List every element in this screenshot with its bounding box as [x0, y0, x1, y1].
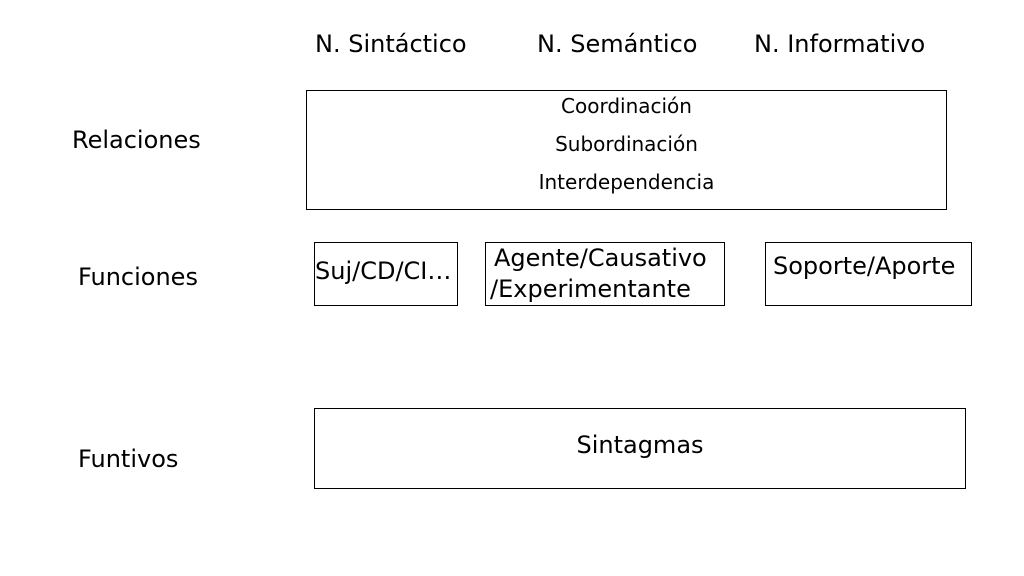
funcion-semantica-line1: Agente/Causativo [494, 244, 707, 272]
relacion-coordinacion: Coordinación [561, 94, 692, 118]
funcion-sintactica-box: Suj/CD/CI… [314, 242, 458, 306]
funtivos-sintagmas: Sintagmas [576, 431, 704, 459]
funcion-sintactica-text: Suj/CD/CI… [315, 257, 452, 285]
funcion-semantica-box: Agente/Causativo /Experimentante [485, 242, 725, 306]
funcion-informativa-box: Soporte/Aporte [765, 242, 972, 306]
row-label-funtivos: Funtivos [78, 445, 179, 473]
funcion-semantica-line2: /Experimentante [490, 275, 691, 303]
header-semantico: N. Semántico [537, 30, 698, 58]
funcion-informativa-text: Soporte/Aporte [773, 252, 956, 280]
header-informativo: N. Informativo [754, 30, 926, 58]
row-label-relaciones: Relaciones [72, 126, 201, 154]
funtivos-box: Sintagmas [314, 408, 966, 489]
relacion-subordinacion: Subordinación [555, 132, 698, 156]
row-label-funciones: Funciones [78, 263, 198, 291]
header-sintactico: N. Sintáctico [315, 30, 467, 58]
relaciones-box: Coordinación Subordinación Interdependen… [306, 90, 947, 210]
relacion-interdependencia: Interdependencia [538, 170, 715, 194]
